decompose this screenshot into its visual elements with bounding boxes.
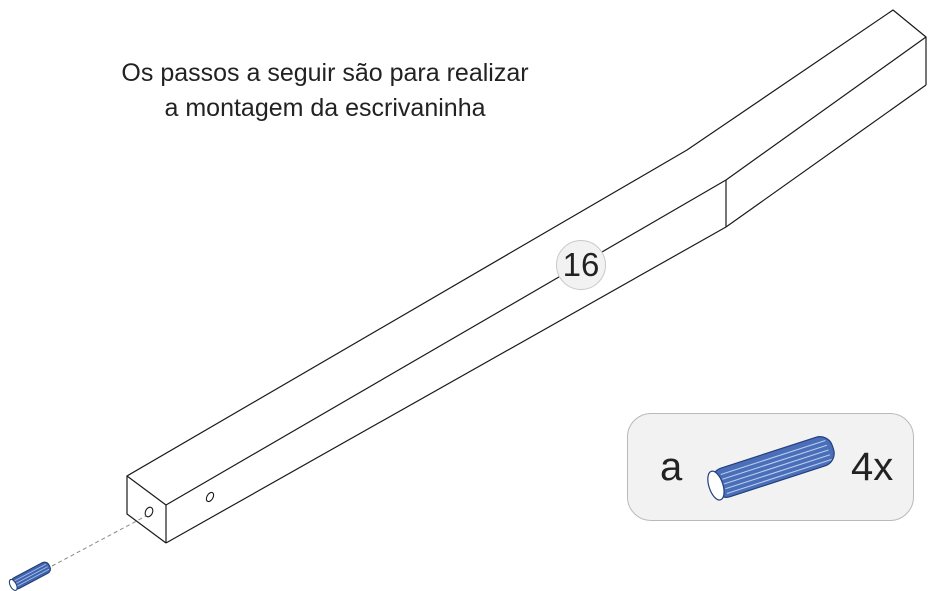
side-hole [205,491,215,503]
parts-callout: a 4x [627,413,914,521]
wooden-dowel-icon [707,436,835,501]
instruction-line-1: Os passos a seguir são para realizar [121,59,529,87]
part-quantity: 4x [851,445,894,489]
end-hole [144,506,154,518]
instruction-text: Os passos a seguir são para realizar a m… [40,56,610,126]
rail-end-face [126,476,167,544]
dowel-icon [8,561,51,591]
part-letter: a [660,445,683,489]
step-number-badge: 16 [556,240,606,290]
assembly-guide-line [51,515,147,567]
instruction-line-2: a montagem da escrivaninha [164,94,486,122]
